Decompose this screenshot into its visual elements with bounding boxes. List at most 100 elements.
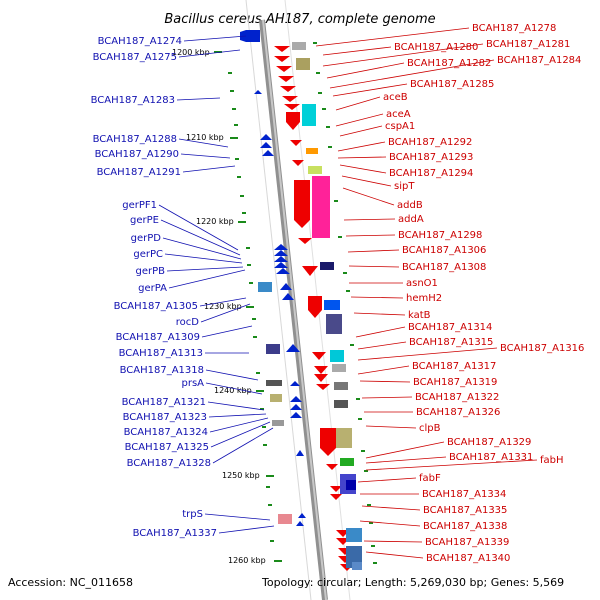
gene-label-left[interactable]: gerPA [138,283,167,294]
label-leader-line [182,165,236,173]
gene-label-left[interactable]: trpS [182,509,203,520]
gene-label-right[interactable]: BCAH187_A1326 [416,407,500,418]
gene-label-left[interactable]: BCAH187_A1290 [95,149,179,160]
gene-label-right[interactable]: BCAH187_A1335 [423,505,507,516]
gene-label-left[interactable]: BCAH187_A1321 [122,397,206,408]
gene-label-right[interactable]: fabF [419,473,441,484]
kbp-mark: 1250 kbp [222,471,260,480]
label-leader-line [348,265,400,268]
gene-label-left[interactable]: BCAH187_A1275 [93,52,177,63]
gene-label-left[interactable]: gerPE [130,215,159,226]
label-leader-line [343,218,396,221]
gene-label-right[interactable]: sipT [394,181,415,192]
gene-label-left[interactable]: BCAH187_A1309 [116,332,200,343]
label-leader-line [363,540,423,543]
gene-label-left[interactable]: prsA [181,378,204,389]
gene-label-left[interactable]: gerPB [135,266,165,277]
gene-label-right[interactable]: hemH2 [406,293,442,304]
gene-label-left[interactable]: BCAH187_A1337 [133,528,217,539]
gene-features-right [274,42,362,571]
label-leader-lines [158,27,538,559]
gene-label-left[interactable]: BCAH187_A1274 [98,36,182,47]
label-leader-line [178,49,241,58]
gene-label-right[interactable]: addB [397,200,423,211]
gene-label-right[interactable]: asnO1 [406,278,438,289]
label-leader-line [200,303,251,323]
gene-label-right[interactable]: BCAH187_A1292 [388,137,472,148]
gene-label-right[interactable]: BCAH187_A1281 [486,39,570,50]
gene-label-left[interactable]: BCAH187_A1328 [127,458,211,469]
gene-label-left[interactable]: BCAH187_A1283 [91,95,175,106]
gene-label-right[interactable]: BCAH187_A1315 [409,337,493,348]
gene-label-right[interactable]: BCAH187_A1308 [402,262,486,273]
gene-label-right[interactable]: fabH [540,455,564,466]
label-leader-line [357,347,498,361]
label-leader-line [335,96,381,111]
label-leader-line [359,520,421,527]
gene-label-right[interactable]: BCAH187_A1317 [412,361,496,372]
gene-label-left[interactable]: BCAH187_A1291 [97,167,181,178]
gene-label-layer: BCAH187_A1274BCAH187_A1275BCAH187_A1283B… [91,23,585,564]
label-leader-line [164,253,243,264]
gene-label-right[interactable]: BCAH187_A1322 [415,392,499,403]
gene-label-right[interactable]: BCAH187_A1340 [426,553,510,564]
gene-label-right[interactable]: addA [398,214,424,225]
gene-label-right[interactable]: BCAH187_A1329 [447,437,531,448]
label-leader-line [342,187,395,206]
label-leader-line [315,27,470,47]
gene-label-right[interactable]: BCAH187_A1338 [423,521,507,532]
gene-label-left[interactable]: BCAH187_A1318 [120,365,204,376]
gene-label-left[interactable]: BCAH187_A1288 [93,134,177,145]
gene-label-right[interactable]: BCAH187_A1314 [408,322,492,333]
gene-label-right[interactable]: BCAH187_A1319 [413,377,497,388]
gene-label-left[interactable]: BCAH187_A1325 [125,442,209,453]
gene-label-left[interactable]: BCAH187_A1324 [124,427,208,438]
kbp-mark: 1260 kbp [228,556,266,565]
label-leader-line [178,138,229,148]
gene-label-left[interactable]: gerPC [133,249,163,260]
label-leader-line [160,219,241,256]
label-leader-line [218,525,275,534]
gene-label-right[interactable]: aceA [386,109,411,120]
gene-features-left [240,30,306,526]
gene-label-right[interactable]: BCAH187_A1293 [389,152,473,163]
label-leader-line [337,141,386,152]
label-leader-line [347,249,400,253]
gene-label-right[interactable]: BCAH187_A1294 [389,168,473,179]
gene-label-right[interactable]: BCAH187_A1306 [402,245,486,256]
gene-label-right[interactable]: katB [408,310,431,321]
label-leader-line [168,269,246,289]
gene-label-right[interactable]: BCAH187_A1316 [500,343,584,354]
label-leader-line [365,425,417,429]
gene-label-right[interactable]: BCAH187_A1278 [472,23,556,34]
gene-label-left[interactable]: gerPD [131,233,162,244]
map-title: Bacillus cereus AH187, complete genome [164,12,435,27]
gene-label-right[interactable]: BCAH187_A1284 [497,55,581,66]
gene-label-left[interactable]: BCAH187_A1305 [114,301,198,312]
gene-label-left[interactable]: BCAH187_A1323 [123,412,207,423]
label-leader-line [199,297,247,307]
gene-label-left[interactable]: rocD [176,317,200,328]
kbp-mark: 1220 kbp [196,217,234,226]
gene-label-right[interactable]: BCAH187_A1298 [398,230,482,241]
topology-text: Topology: circular; Length: 5,269,030 bp… [262,576,565,589]
gene-label-right[interactable]: BCAH187_A1339 [425,537,509,548]
gene-label-right[interactable]: BCAH187_A1282 [407,58,491,69]
gene-label-right[interactable]: BCAH187_A1334 [422,489,506,500]
gene-label-right[interactable]: BCAH187_A1331 [449,452,533,463]
label-leader-line [335,113,384,127]
label-leader-line [332,83,408,97]
gene-label-right[interactable]: clpB [419,423,441,434]
gene-label-right[interactable]: BCAH187_A1280 [394,42,478,53]
label-leader-line [345,234,396,237]
gene-label-right[interactable]: BCAH187_A1285 [410,79,494,90]
gene-label-left[interactable]: BCAH187_A1313 [119,348,203,359]
gene-label-right[interactable]: cspA1 [385,121,415,132]
gene-label-left[interactable]: gerPF1 [122,200,157,211]
label-leader-line [205,382,263,395]
label-leader-line [361,396,413,399]
gene-label-right[interactable]: aceB [383,92,408,103]
